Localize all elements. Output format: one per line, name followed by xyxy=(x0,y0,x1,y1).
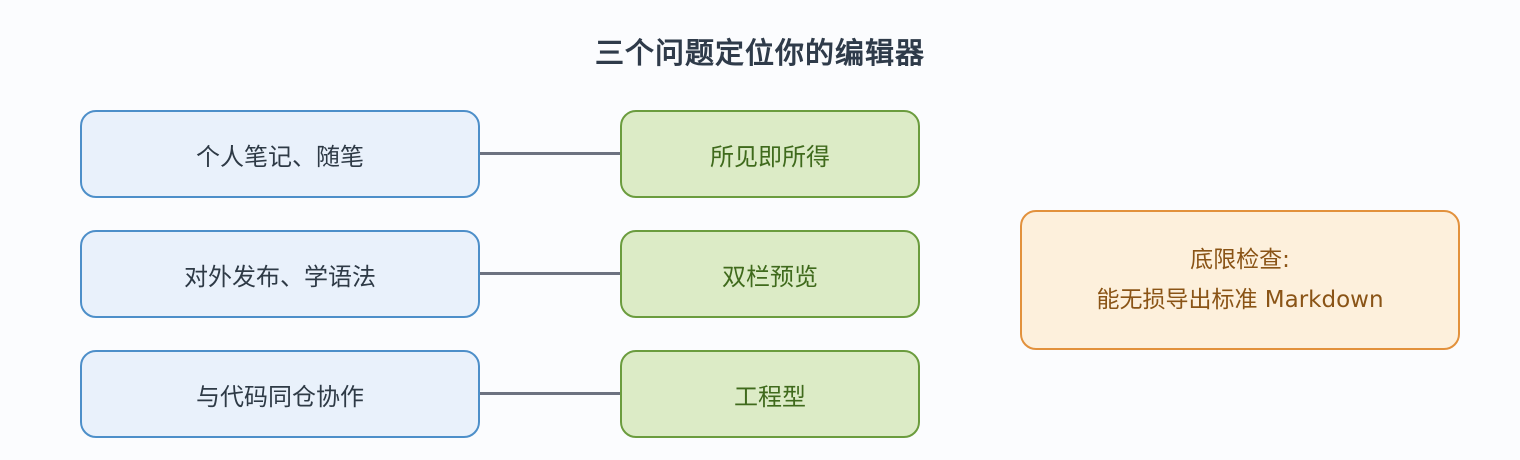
baseline-check-box: 底限检查: 能无损导出标准 Markdown xyxy=(1020,210,1460,350)
baseline-check-text: 能无损导出标准 Markdown xyxy=(1096,287,1384,313)
baseline-check-label: 底限检查: xyxy=(1190,247,1290,273)
connector-2 xyxy=(480,272,620,275)
connector-3 xyxy=(480,392,620,395)
need-box-3: 与代码同仓协作 xyxy=(80,350,480,438)
need-box-2: 对外发布、学语法 xyxy=(80,230,480,318)
editor-box-3: 工程型 xyxy=(620,350,920,438)
connector-1 xyxy=(480,152,620,155)
editor-box-1: 所见即所得 xyxy=(620,110,920,198)
need-box-1: 个人笔记、随笔 xyxy=(80,110,480,198)
diagram-title: 三个问题定位你的编辑器 xyxy=(594,36,925,70)
editor-box-2: 双栏预览 xyxy=(620,230,920,318)
